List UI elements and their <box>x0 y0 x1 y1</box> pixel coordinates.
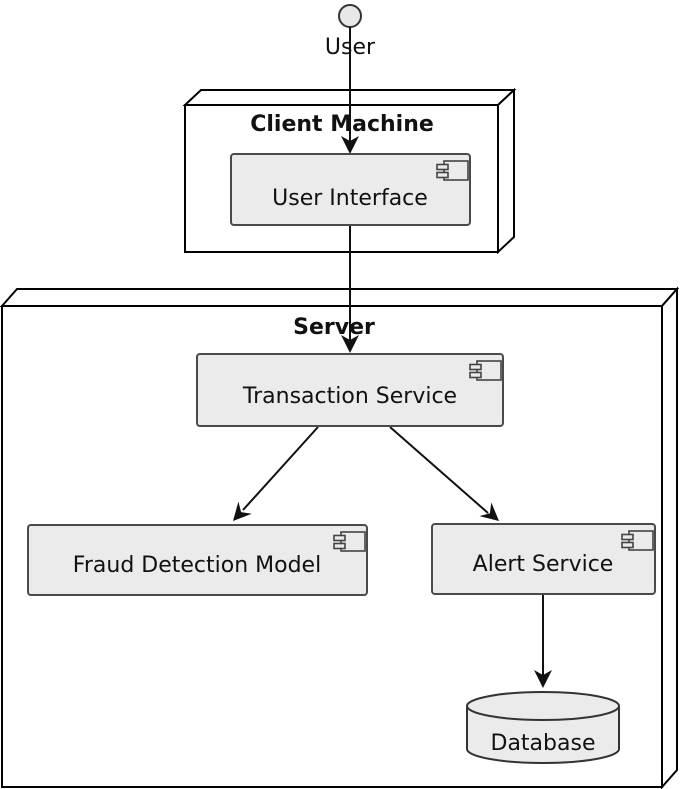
arrowhead-icon <box>233 501 252 521</box>
edge-user-to-user-interface <box>341 27 359 154</box>
component-label: Alert Service <box>473 552 614 577</box>
arrowhead-icon <box>479 502 499 521</box>
component-label: User Interface <box>272 186 428 211</box>
node-side-face <box>661 286 678 789</box>
edge-transaction-service-to-fraud-detection-model <box>233 426 319 521</box>
database-label: Database <box>491 731 596 756</box>
component-label: Fraud Detection Model <box>73 553 321 578</box>
edge-user-interface-to-transaction-service <box>341 225 359 353</box>
server-title: Server <box>293 315 375 340</box>
arrowhead-icon <box>534 670 552 688</box>
database-cylinder-top <box>466 691 620 721</box>
component-transaction-service: Transaction Service <box>196 353 504 427</box>
arrowhead-icon <box>341 136 359 154</box>
database-node: Database <box>466 691 620 764</box>
edge-alert-service-to-database <box>534 594 552 688</box>
database-cylinder-icon <box>466 706 620 764</box>
component-label: Transaction Service <box>242 384 457 409</box>
client-machine-title: Client Machine <box>250 112 434 137</box>
component-user-interface: User Interface <box>230 153 471 226</box>
component-fraud-detection-model: Fraud Detection Model <box>27 524 368 596</box>
edge-transaction-service-to-alert-service <box>389 426 499 521</box>
node-side-face <box>497 87 515 255</box>
actor-circle-icon <box>338 4 362 28</box>
node-top-face <box>0 288 680 307</box>
component-alert-service: Alert Service <box>431 523 656 595</box>
arrowhead-icon <box>341 335 359 353</box>
